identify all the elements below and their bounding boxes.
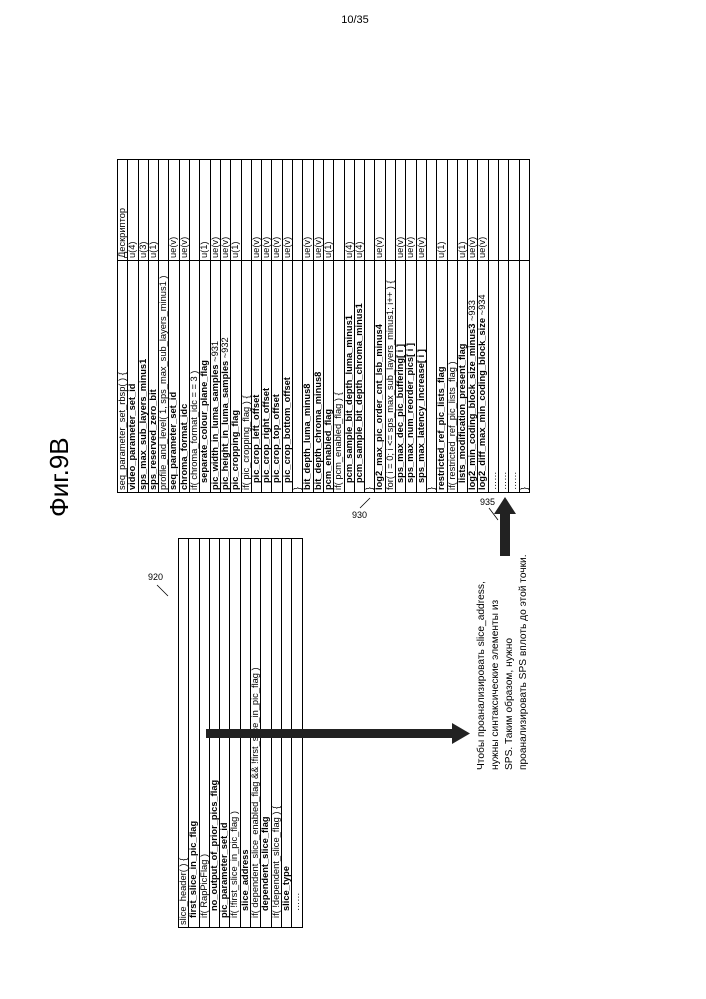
vertical-arrow-shaft <box>500 512 510 556</box>
horizontal-arrow-head <box>452 723 470 744</box>
vertical-arrow-head <box>494 497 516 514</box>
slice-header-leader-line <box>157 585 168 596</box>
sps-leader-line <box>360 498 370 508</box>
horizontal-arrow-shaft <box>206 729 454 738</box>
